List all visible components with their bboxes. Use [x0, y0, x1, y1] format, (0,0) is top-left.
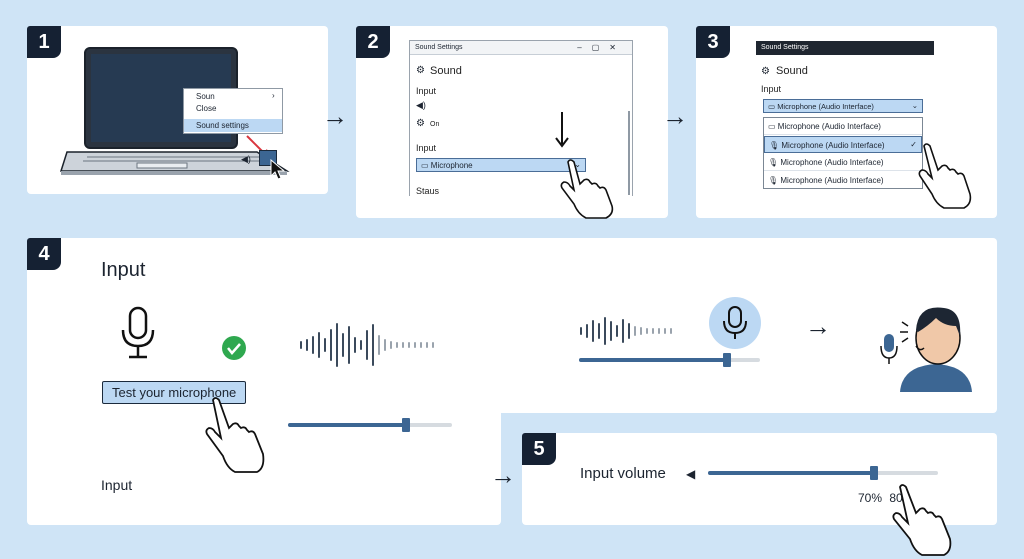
microphone-icon: [723, 306, 747, 339]
volume-value: 70% 80: [858, 491, 903, 505]
checkmark-icon: ✓: [910, 140, 917, 149]
gear-icon: ⚙: [416, 65, 425, 76]
level-meter: [579, 353, 760, 367]
slider-fill: [708, 471, 874, 475]
slider-thumb[interactable]: [402, 418, 411, 432]
meter-fill: [579, 358, 728, 362]
pointing-hand-icon: [892, 484, 952, 556]
dropdown-option[interactable]: 🎙 Microphone (Audio Interface): [764, 172, 922, 189]
sound-settings-window: Sound Settings –▢✕ ⚙ Sound Input ◀) ⚙ On…: [409, 40, 633, 196]
input-level-slider[interactable]: [288, 418, 452, 432]
context-menu: Soun › Close Sound settings: [183, 88, 283, 134]
step-badge: 2: [356, 26, 390, 58]
microphone-icon: 🎙: [769, 141, 780, 150]
audio-waveform: [580, 317, 672, 345]
pointing-hand-icon: [918, 143, 972, 209]
step-3-panel: 3 Sound Settings ⚙ Sound Input ▭ Microph…: [696, 26, 997, 218]
on-label: On: [430, 121, 440, 128]
input-volume-label: Input volume: [580, 465, 666, 482]
menu-item-close[interactable]: Close: [196, 104, 217, 113]
input-device-label: Input: [416, 143, 437, 153]
page-title: Sound: [430, 65, 462, 77]
speaker-icon: ◀: [686, 467, 696, 481]
step-1-panel: 1 Soun › Close Sound settings ◀): [27, 26, 328, 194]
dropdown-option[interactable]: ▭ Microphone (Audio Interface): [764, 118, 922, 135]
option-label: Microphone (Audio Interface): [777, 122, 881, 131]
meter-thumb: [723, 353, 732, 367]
slider-fill: [288, 423, 407, 427]
settings-icon: ⚙: [416, 118, 425, 129]
audio-interface-icon: ▭: [768, 102, 776, 111]
menu-item-sound[interactable]: Soun: [196, 92, 215, 101]
step-5-panel: 5 Input volume ◀ 70% 80: [522, 433, 997, 556]
volume-secondary: 80: [889, 491, 903, 505]
microphone-icon: 🎙: [768, 176, 779, 185]
check-circle-icon: [222, 336, 246, 360]
microphone-icon: 🎙: [768, 158, 779, 167]
microphone-icon: [121, 306, 155, 359]
audio-waveform: [300, 323, 434, 367]
input-heading: Input: [101, 259, 146, 281]
page-title: Sound: [776, 65, 808, 77]
audio-interface-icon: ▭: [768, 122, 776, 131]
scrollbar[interactable]: [628, 111, 630, 195]
device-dropdown-list: ▭ Microphone (Audio Interface) 🎙 Microph…: [763, 117, 923, 189]
step-badge: 4: [27, 238, 61, 270]
window-titlebar: Sound Settings: [756, 41, 934, 55]
status-label: Staus: [416, 186, 440, 196]
chevron-down-icon: ⌄: [574, 160, 581, 169]
selected-device: Microphone: [430, 161, 473, 170]
flow-arrow-icon: →: [662, 101, 688, 131]
speaker-icon: ◀): [241, 154, 251, 164]
person-speaking-illustration: [880, 307, 972, 392]
slider-thumb[interactable]: [869, 466, 878, 480]
microphone-device-icon: ▭: [421, 161, 429, 170]
window-controls[interactable]: –▢✕: [577, 43, 626, 52]
test-microphone-button[interactable]: Test your microphone: [102, 381, 247, 404]
step-badge: 3: [696, 26, 730, 58]
flow-arrow-icon: →: [490, 460, 516, 490]
chevron-right-icon: ›: [272, 91, 275, 100]
step-2-panel: 2 Sound Settings –▢✕ ⚙ Sound Input ◀) ⚙ …: [356, 26, 668, 219]
option-label: Microphone (Audio Interface): [780, 176, 884, 185]
input-device-select[interactable]: ▭ Microphone ⌄: [416, 158, 586, 172]
laptop-illustration: [59, 47, 290, 175]
chevron-down-icon: ⌄: [911, 101, 918, 110]
window-title: Sound Settings: [761, 44, 809, 51]
selected-device: Microphone (Audio Interface): [777, 102, 874, 111]
window-title: Sound Settings: [415, 44, 463, 51]
window-titlebar: Sound Settings –▢✕: [410, 41, 632, 55]
down-arrow-icon: [555, 112, 569, 148]
pointing-hand-icon: [560, 159, 614, 219]
dropdown-option-selected[interactable]: 🎙 Microphone (Audio Interface) ✓: [764, 136, 922, 153]
cursor-icon: [270, 159, 286, 180]
input-section-label: Input: [416, 86, 437, 96]
pointing-hand-icon: [205, 397, 265, 473]
input-bottom-label: Input: [101, 477, 133, 493]
step-badge: 1: [27, 26, 61, 58]
flow-arrow-icon: →: [805, 311, 831, 341]
option-label: Microphone (Audio Interface): [781, 141, 885, 150]
menu-item-sound-settings[interactable]: Sound settings: [184, 119, 282, 132]
option-label: Microphone (Audio Interface): [780, 158, 884, 167]
microphone-badge: [709, 297, 761, 349]
gear-icon: ⚙: [761, 66, 770, 77]
input-volume-slider[interactable]: [708, 466, 938, 480]
speaker-icon: ◀): [416, 100, 426, 110]
dropdown-option[interactable]: 🎙 Microphone (Audio Interface): [764, 154, 922, 171]
input-section-label: Input: [761, 84, 782, 94]
step-badge: 5: [522, 433, 556, 465]
volume-percent: 70%: [858, 491, 883, 505]
flow-arrow-icon: →: [322, 101, 348, 131]
input-device-select[interactable]: ▭ Microphone (Audio Interface) ⌄: [763, 99, 923, 113]
